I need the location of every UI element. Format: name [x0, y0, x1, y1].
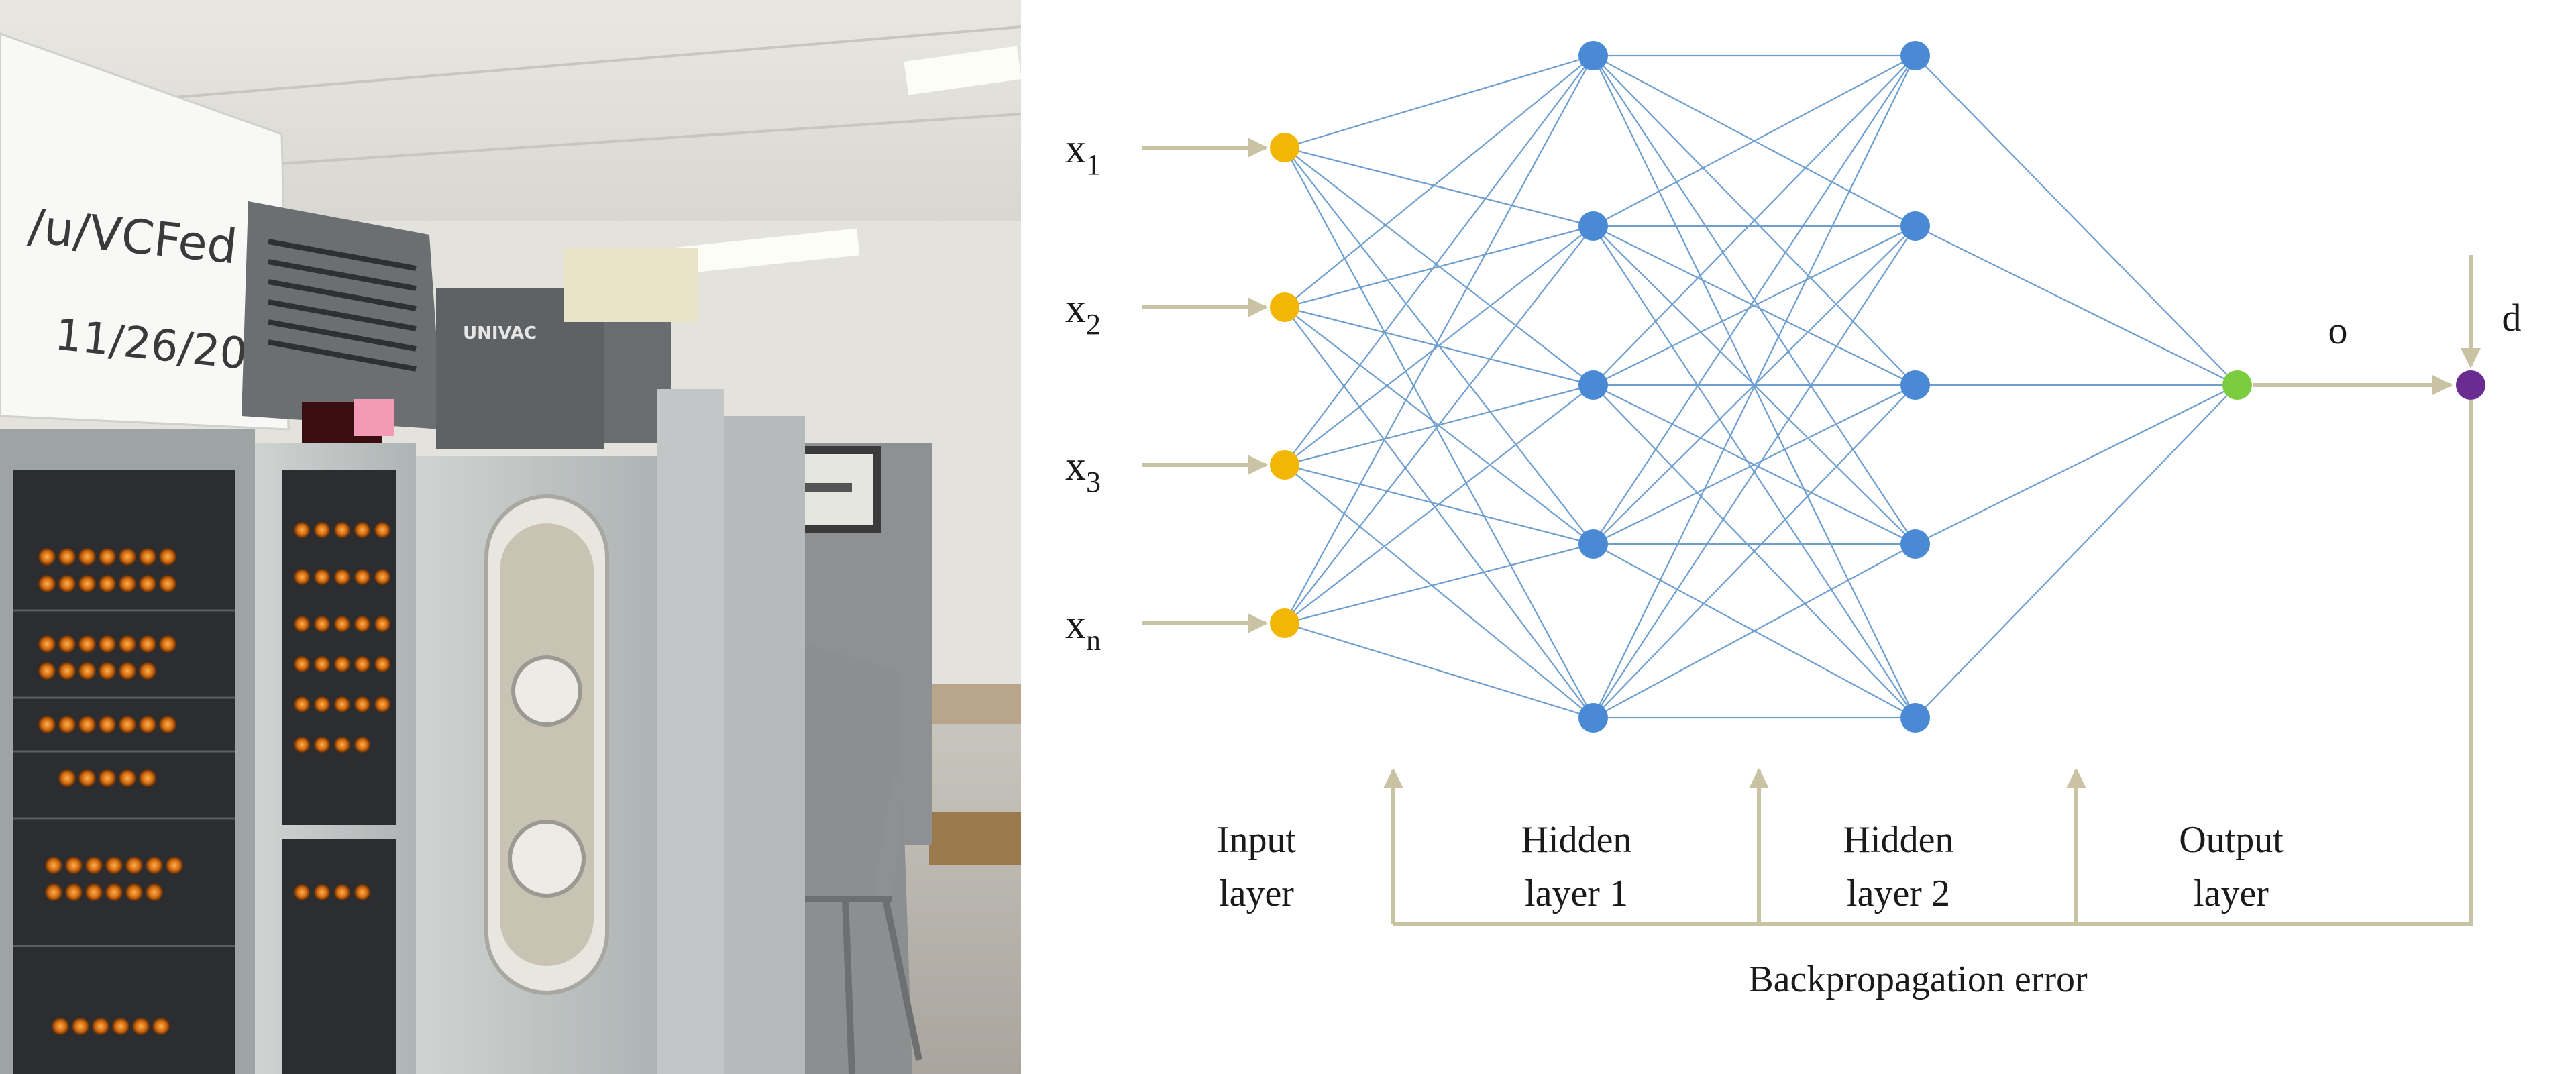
connection-line — [1593, 55, 1916, 386]
hidden1-node — [1578, 41, 1608, 70]
hidden2-node — [1900, 703, 1930, 733]
hidden-layer-1-label: Hidden — [1521, 819, 1632, 861]
svg-text:UNIVAC: UNIVAC — [463, 323, 537, 343]
hidden-layer-2-label: layer 2 — [1847, 873, 1950, 914]
connection-line — [1284, 55, 1594, 624]
hidden1-node — [1578, 529, 1608, 559]
connection-line — [1593, 384, 1916, 718]
connection-line — [1284, 464, 1594, 718]
ceiling-light — [669, 228, 860, 275]
connection-line — [1284, 225, 1594, 466]
input-label-4: xn — [1065, 602, 1101, 657]
hidden-layer-1-label: layer 1 — [1525, 873, 1628, 914]
input-node — [1270, 292, 1299, 322]
input-label-3: x3 — [1065, 443, 1101, 498]
connection-line — [1284, 622, 1594, 719]
input-label-2: x2 — [1065, 286, 1101, 341]
connection-line — [1284, 225, 1594, 309]
arrows — [1142, 138, 2481, 926]
indicator-lamps — [38, 522, 390, 1035]
connection-line — [1284, 55, 1594, 308]
chair — [805, 778, 922, 1074]
connection-line — [1284, 54, 1594, 149]
wooden-bench — [929, 812, 1021, 865]
connection-line — [1593, 543, 1916, 718]
target-node — [2456, 370, 2485, 400]
computer-cabinets — [0, 389, 912, 1074]
input-node — [1270, 450, 1299, 480]
hidden2-node — [1900, 370, 1930, 400]
connection-line — [1284, 225, 1594, 624]
hidden2-node — [1900, 41, 1930, 70]
desired-value-label: d — [2502, 296, 2522, 339]
input-node — [1270, 608, 1299, 638]
connection-line — [1915, 55, 2238, 386]
input-layer-label: layer — [1219, 873, 1294, 914]
connection-line — [1593, 384, 1916, 545]
connection-line — [1915, 225, 2238, 386]
connection-line — [1593, 225, 1916, 386]
nodes — [1270, 41, 2485, 733]
connections — [1284, 54, 2238, 719]
input-label-1: x1 — [1065, 126, 1101, 181]
connection-line — [1915, 384, 2238, 718]
hidden2-node — [1900, 211, 1930, 241]
pink-note — [354, 399, 394, 436]
connection-line — [1284, 307, 1594, 718]
connection-line — [1284, 543, 1594, 625]
hidden1-node — [1578, 703, 1608, 733]
input-node — [1270, 133, 1299, 162]
connection-line — [1915, 384, 2238, 545]
output-node — [2222, 370, 2252, 400]
connection-line — [1593, 55, 1916, 227]
connection-line — [1284, 384, 1594, 624]
hidden1-node — [1578, 370, 1608, 400]
vent-housing — [241, 201, 443, 429]
connection-line — [1593, 55, 1916, 545]
connection-line — [1593, 225, 1916, 718]
mainframe-photo: /u/VCFed 11/26/2020 UNIVAC — [0, 0, 1021, 1074]
backprop-error-label: Backpropagation error — [1748, 959, 2088, 1000]
output-layer-label: Output — [2179, 819, 2284, 861]
connection-line — [1284, 147, 1594, 718]
backprop-path — [1393, 400, 2473, 926]
connection-line — [1593, 55, 1916, 718]
ceiling-light — [904, 46, 1021, 95]
connection-line — [1284, 146, 1594, 227]
output-layer-label: layer — [2194, 873, 2269, 914]
output-value-label: o — [2328, 309, 2348, 352]
hidden1-node — [1578, 211, 1608, 241]
hidden2-node — [1900, 529, 1930, 559]
input-layer-label: Input — [1217, 819, 1297, 861]
connection-line — [1284, 55, 1594, 466]
hidden-layer-2-label: Hidden — [1843, 819, 1954, 861]
